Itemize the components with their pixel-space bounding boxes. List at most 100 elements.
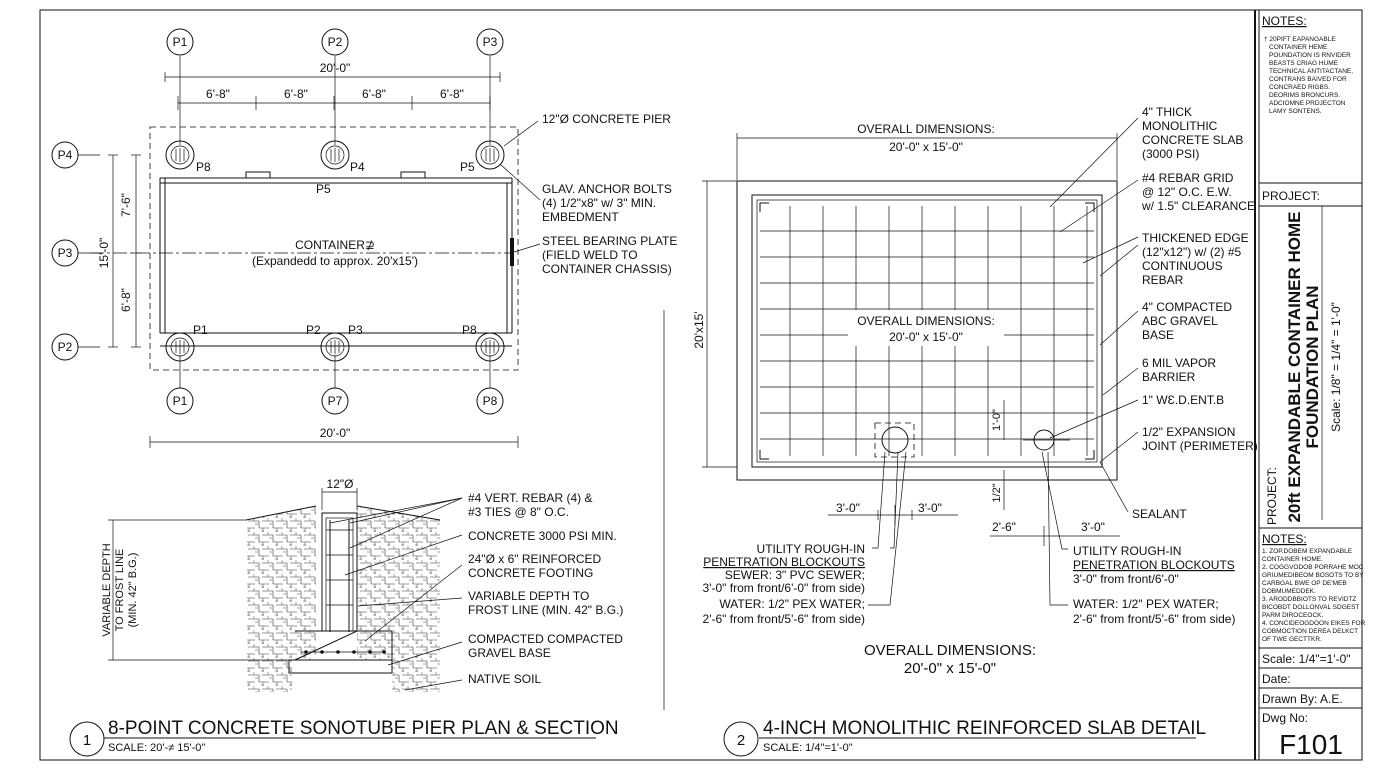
slab-callout-rebar-3: w/ 1.5" CLEARANCE bbox=[1141, 199, 1255, 213]
project-vertical-label: PROJECT: bbox=[1265, 467, 1279, 525]
slab-callout-vapor-1: 6 MIL VAPOR bbox=[1142, 356, 1216, 370]
pier-p5 bbox=[475, 140, 505, 170]
pier-label-p8: P8 bbox=[196, 160, 211, 174]
notes2-line-11: COBMOCTION DEREA DELKCT bbox=[1262, 628, 1358, 635]
dim-bay-2: 6'-8" bbox=[284, 87, 308, 101]
pier-label-p1: P1 bbox=[193, 323, 208, 337]
callout-plate-1: STEEL BEARING PLATE bbox=[542, 234, 677, 248]
grid-marker-bottom-3: P8 bbox=[476, 387, 504, 415]
slab-callout-slab-3: CONCRETE SLAB bbox=[1142, 133, 1243, 147]
callout-anchor-3: EMBEDMENT bbox=[542, 210, 619, 224]
slab-callout-wend: 1" WƐ.D.ENT.B bbox=[1142, 393, 1224, 407]
callout-plate-3: CONTAINER CHASSIS) bbox=[542, 262, 672, 276]
utility-right-line-3: 2'-6" from front/5'-6" from side) bbox=[1073, 612, 1235, 626]
pier-label-p2: P2 bbox=[306, 323, 321, 337]
section-callout-gravel-1: COMPACTED COMPACTED bbox=[468, 632, 623, 646]
notes-line-7: CONCRAED RIGBS. bbox=[1269, 84, 1330, 91]
container-sub: (Expandedd to approx. 20'x15') bbox=[252, 254, 418, 268]
grid-marker-top-3: P3 bbox=[476, 28, 504, 56]
notes-line-6: CONTRANS BAIVED FOR bbox=[1269, 76, 1347, 83]
dim-left-lower: 6'-8" bbox=[119, 288, 133, 312]
section-callout-footing-2: CONCRETE FOOTING bbox=[468, 566, 593, 580]
pier-label-p5: P5 bbox=[460, 160, 475, 174]
section-callout-rebar-2: #3 TIES @ 8" O.C. bbox=[468, 505, 569, 519]
slab-dim-right-1: 2'-6" bbox=[992, 520, 1016, 534]
section-vert-1: VARIABLE DEPTH bbox=[101, 543, 113, 636]
slab-callout-edge-2: (12"x12") w/ (2) #5 bbox=[1142, 245, 1242, 259]
utility-left-head-1: UTILITY ROUGH-IN bbox=[757, 542, 865, 556]
detail-1-heading: 8-POINT CONCRETE SONOTUBE PIER PLAN & SE… bbox=[108, 718, 619, 739]
grid-marker-left-3: P2 bbox=[51, 333, 79, 361]
container-label: CONTAINER⊉ bbox=[295, 238, 375, 252]
callout-pier: 12"Ø CONCRETE PIER bbox=[542, 112, 671, 126]
section-callout-soil: NATIVE SOIL bbox=[468, 672, 541, 686]
project-heading: PROJECT: bbox=[1262, 189, 1320, 203]
utility-left-line-4: 2'-6" from front/5'-6" from side) bbox=[703, 612, 865, 626]
notes2-line-9: PARM DIROCEOCK. bbox=[1262, 612, 1323, 619]
slab-callout-joint-1: 1/2" EXPANSION bbox=[1142, 425, 1235, 439]
slab-callout-edge-1: THICKENED EDGE bbox=[1142, 231, 1249, 245]
slab-bottom-dims: 20'-0" x 15'-0" bbox=[904, 660, 996, 677]
svg-text:P1: P1 bbox=[173, 35, 188, 49]
slab-plan: OVERALL DIMENSIONS: 20'-0" x 15'-0" 20'x… bbox=[692, 105, 1258, 677]
grid-marker-bottom-1: P1 bbox=[166, 387, 194, 415]
svg-text:P4: P4 bbox=[58, 148, 73, 162]
slab-callout-slab-4: (3000 PSI) bbox=[1142, 147, 1199, 161]
pier-label-p8-bottom: P8 bbox=[462, 323, 477, 337]
pier-plan: 20'-0" 6'-8" 6'-8" 6'-8" 6'-8" 20'-0" 15… bbox=[51, 28, 677, 448]
detail-2-number: 2 bbox=[737, 732, 745, 749]
dim-left-upper: 7'-6" bbox=[119, 193, 133, 217]
slab-callout-joint-2: JOINT (PERIMETER) bbox=[1142, 439, 1258, 453]
section-callout-rebar-1: #4 VERT. REBAR (4) & bbox=[468, 491, 593, 505]
notes-line-2: CONTAINER HEME bbox=[1269, 44, 1328, 51]
section-dim-top: 12"Ø bbox=[327, 477, 354, 491]
grid-marker-top-2: P2 bbox=[321, 28, 349, 56]
notes-line-8: DEORIMS BRONCURS. bbox=[1269, 92, 1340, 99]
notes-line-5: TECHNICAL ANTITACTANE, bbox=[1269, 68, 1353, 75]
notes2-line-3: 2. COGGVODOB PORRAHE MOC bbox=[1262, 564, 1364, 571]
title-block: NOTES: † 20PIFT EAPANGABLE CONTAINER HEM… bbox=[1259, 14, 1366, 760]
titleblock-drawn: Drawn By: A.E. bbox=[1262, 692, 1343, 706]
slab-callout-slab-1: 4" THICK bbox=[1142, 105, 1192, 119]
utility-right-line-2: WATER: 1/2" PEX WATER; bbox=[1073, 597, 1219, 611]
slab-dim-left-1: 3'-0" bbox=[836, 501, 860, 515]
section-callout-depth-2: FROST LINE (MIN. 42" B.G.) bbox=[468, 603, 623, 617]
titleblock-dwg-no: F101 bbox=[1279, 729, 1343, 760]
slab-callout-gravel-2: ABC GRAVEL bbox=[1142, 314, 1218, 328]
grid-marker-top-1: P1 bbox=[166, 28, 194, 56]
slab-top-dims: 20'-0" x 15'-0" bbox=[889, 140, 963, 154]
dim-overall-top: 20'-0" bbox=[320, 61, 351, 75]
notes2-heading: NOTES: bbox=[1262, 532, 1307, 546]
svg-text:P7: P7 bbox=[328, 394, 343, 408]
notes2-line-8: BICOBDT DOLLONVAL SDGEST bbox=[1262, 604, 1359, 611]
detail-2-title: 2 4-INCH MONOLITHIC REINFORCED SLAB DETA… bbox=[723, 718, 1206, 757]
slab-callout-vapor-2: BARRIER bbox=[1142, 370, 1196, 384]
notes2-line-6: DOBMUMEDDEK. bbox=[1262, 588, 1316, 595]
svg-text:P2: P2 bbox=[328, 35, 343, 49]
section-vert-2: TO FROST LINE bbox=[114, 549, 126, 632]
pier-p8 bbox=[165, 140, 195, 170]
slab-top-label: OVERALL DIMENSIONS: bbox=[857, 122, 995, 136]
slab-callout-rebar-2: @ 12" O.C. E.W. bbox=[1142, 185, 1232, 199]
titleblock-date: Date: bbox=[1262, 672, 1291, 686]
slab-callout-gravel-1: 4" COMPACTED bbox=[1142, 300, 1232, 314]
slab-bottom-label: OVERALL DIMENSIONS: bbox=[864, 642, 1036, 659]
grid-marker-bottom-2: P7 bbox=[321, 387, 349, 415]
slab-callout-gravel-3: BASE bbox=[1142, 328, 1174, 342]
utility-right-head-1: UTILITY ROUGH-IN bbox=[1073, 544, 1181, 558]
svg-text:P1: P1 bbox=[173, 394, 188, 408]
notes2-line-5: CARBGAL BWE OP DE'MEB bbox=[1262, 580, 1347, 587]
pier-p1 bbox=[165, 332, 195, 362]
dim-left-total: 15'-0" bbox=[97, 238, 111, 269]
titleblock-scale: Scale: 1/4"=1'-0" bbox=[1262, 652, 1351, 666]
svg-text:P3: P3 bbox=[58, 246, 73, 260]
slab-callout-sealant: SEALANT bbox=[1132, 507, 1187, 521]
callout-plate-2: (FIELD WELD TO bbox=[542, 248, 638, 262]
pier-label-p3: P3 bbox=[348, 323, 363, 337]
notes-line-4: BEASTS CRIAG HUME bbox=[1269, 60, 1339, 67]
pier-label-p5-mid: P5 bbox=[316, 182, 331, 196]
pier-section: 12"Ø VARIABLE DEPTH TO FROST LINE (MIN. … bbox=[101, 477, 623, 692]
slab-dim-left-2: 3'-0" bbox=[918, 501, 942, 515]
slab-callout-rebar-1: #4 REBAR GRID bbox=[1142, 171, 1234, 185]
utility-left-head-2: PENETRATION BLOCKOUTS bbox=[703, 555, 865, 569]
